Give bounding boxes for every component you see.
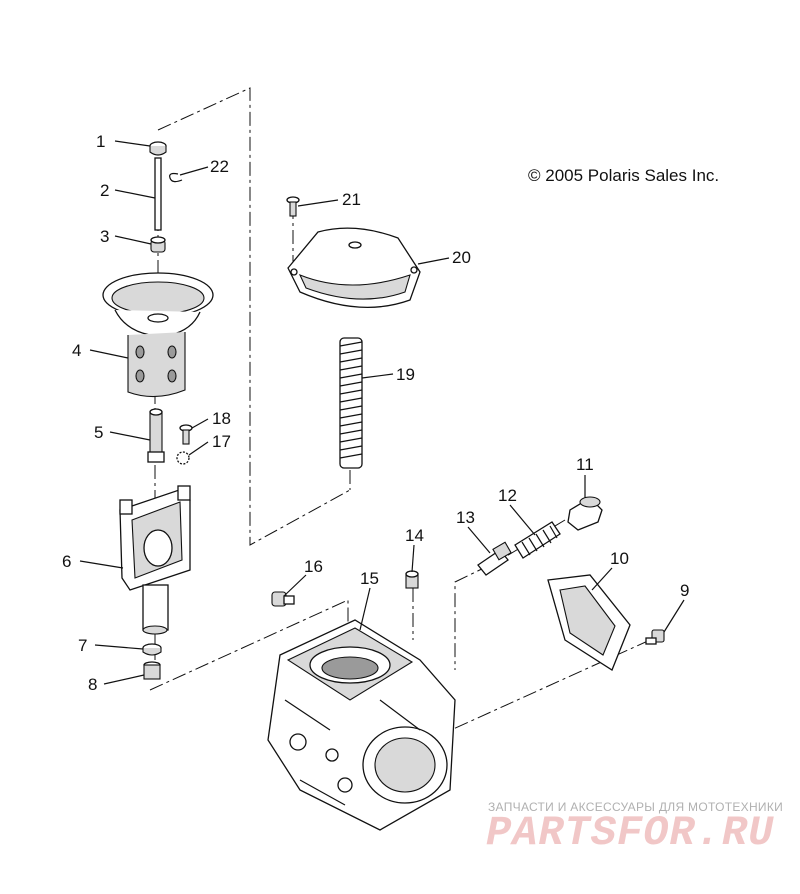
callout-21: 21 — [342, 190, 361, 209]
part-20-cover — [287, 227, 421, 308]
part-4-diaphragm — [102, 272, 214, 398]
callout-3: 3 — [100, 227, 109, 246]
part-21-screw — [286, 196, 300, 217]
part-2-needle — [154, 157, 162, 231]
callout-12: 12 — [498, 486, 517, 505]
callout-20: 20 — [452, 248, 471, 267]
callout-2: 2 — [100, 181, 109, 200]
watermark-logo: PARTSFOR.RU — [486, 809, 775, 857]
part-12-spring — [514, 521, 561, 559]
callout-11: 11 — [576, 455, 594, 474]
callout-22: 22 — [210, 157, 229, 176]
part-9-screw — [645, 629, 665, 645]
callout-15: 15 — [360, 569, 379, 588]
copyright-notice: © 2005 Polaris Sales Inc. — [528, 166, 720, 185]
callout-8: 8 — [88, 675, 97, 694]
callout-5: 5 — [94, 423, 103, 442]
part-22-clip — [169, 172, 183, 183]
part-13-screw — [477, 541, 512, 576]
watermark-tagline: ЗАПЧАСТИ И АКСЕССУАРЫ ДЛЯ МОТОТЕХНИКИ — [488, 800, 784, 814]
part-15-carb-body — [267, 619, 456, 831]
callout-14: 14 — [405, 526, 424, 545]
callout-7: 7 — [78, 636, 87, 655]
part-1-cap — [149, 141, 167, 156]
part-16-screw — [271, 591, 295, 607]
part-17-washer — [176, 451, 190, 465]
part-3-collar — [150, 236, 166, 253]
callout-13: 13 — [456, 508, 475, 527]
part-19-spring — [339, 337, 363, 469]
callout-18: 18 — [212, 409, 231, 428]
callout-4: 4 — [72, 341, 81, 360]
part-18-screw — [179, 424, 193, 445]
part-8-plug — [143, 661, 161, 680]
callout-1: 1 — [96, 132, 105, 151]
leader-lines — [79, 140, 685, 685]
callout-10: 10 — [610, 549, 629, 568]
callout-labels: 1 2 3 4 5 6 7 8 9 10 11 12 13 14 15 16 1… — [62, 132, 689, 694]
part-10-gasket — [547, 574, 631, 671]
part-7-washer — [142, 643, 162, 656]
callout-9: 9 — [680, 581, 689, 600]
part-5-jet — [147, 408, 165, 463]
part-6-housing — [119, 485, 191, 635]
part-14-plug — [405, 570, 419, 589]
part-11-cap — [567, 496, 603, 531]
callout-19: 19 — [396, 365, 415, 384]
callout-17: 17 — [212, 432, 231, 451]
callout-16: 16 — [304, 557, 323, 576]
callout-6: 6 — [62, 552, 71, 571]
